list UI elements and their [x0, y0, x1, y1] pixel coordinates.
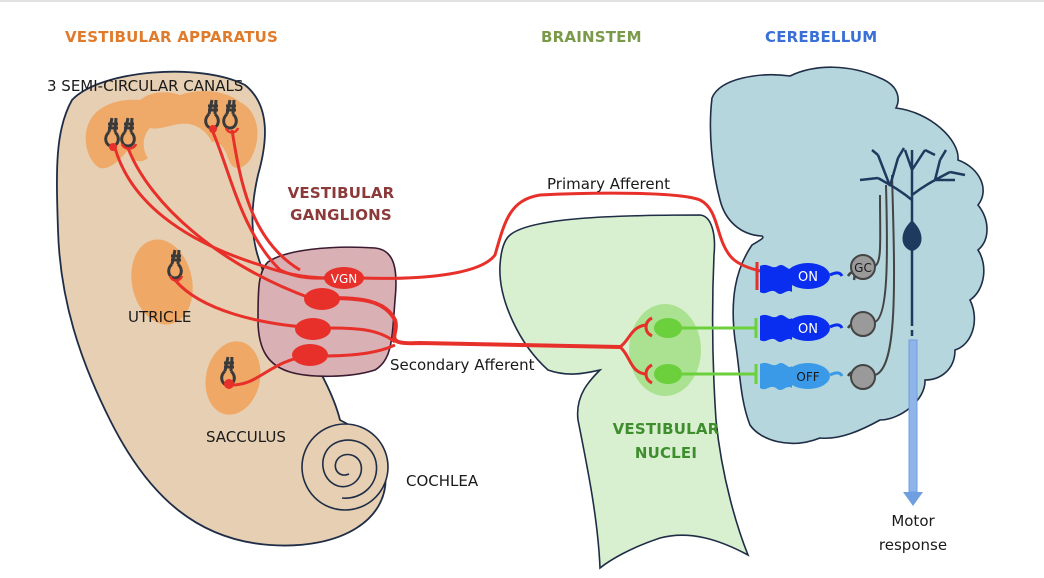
ubc-on-1-label: ON [798, 270, 818, 285]
primary-afferent-fiber [359, 191, 766, 280]
secondary-afferent-label: Secondary Afferent [390, 356, 535, 374]
cerebellum-title: CEREBELLUM [765, 28, 878, 46]
secondary-afferent-branch-lower [618, 345, 646, 376]
nucleus-synapses [644, 316, 653, 385]
vestibular-nuclei-line2: NUCLEI [634, 444, 698, 462]
granule-cell [850, 311, 876, 337]
secondary-afferent-branch-upper [619, 323, 646, 349]
hair-cell-icon [120, 117, 136, 148]
granule-cell [850, 254, 876, 280]
ganglion-cell [304, 288, 340, 310]
vestibular-nuclei-line1: VESTIBULAR [612, 420, 720, 438]
primary-afferent-label: Primary Afferent [547, 175, 671, 193]
vestibular-ganglions-title: VESTIBULAR GANGLIONS [286, 184, 396, 224]
ganglion-cells [292, 267, 364, 366]
ganglion-cell [295, 318, 331, 340]
vgn-label: VGN [331, 272, 357, 286]
cochlea-label: COCHLEA [406, 472, 479, 490]
ubc-on-2-label: ON [798, 322, 818, 337]
utricle-label: UTRICLE [128, 308, 192, 326]
secondary-afferent-fiber [329, 296, 621, 349]
hair-cell-icon [222, 99, 238, 130]
vestibular-nuclei-title: VESTIBULAR NUCLEI [606, 420, 726, 462]
sacculus-label: SACCULUS [206, 428, 286, 446]
ganglion-cell [292, 344, 328, 366]
hair-cell-icon [167, 249, 183, 280]
semicircular-canals-label: 3 SEMI-CIRCULAR CANALS [47, 77, 244, 95]
cerebellum-shape [709, 66, 988, 445]
purkinje-cell [859, 147, 966, 350]
nucleus-neurons [654, 318, 682, 384]
canal-fiber-3 [210, 129, 331, 280]
cochlea [301, 423, 389, 511]
unipolar-brush-cells [760, 263, 844, 390]
vestibular-ganglions-line1: VESTIBULAR [287, 184, 395, 202]
ubc-on-2 [760, 314, 844, 342]
canal-fiber-4 [230, 129, 301, 272]
top-border [0, 0, 1044, 2]
brainstem-title: BRAINSTEM [541, 28, 642, 46]
hair-cell-terminals [109, 125, 234, 389]
motor-response-line2: response [878, 536, 948, 554]
motor-response-label: Motor response [873, 512, 953, 554]
ubc-off [760, 362, 844, 390]
motor-response-line1: Motor [891, 512, 935, 530]
granule-cell [850, 364, 876, 390]
motor-response-arrow [903, 339, 923, 506]
vestibular-ganglions-line2: GANGLIONS [290, 206, 392, 224]
canal-fiber-2 [126, 147, 311, 300]
gc-label: GC [854, 261, 872, 275]
ubc-on-1 [760, 263, 844, 294]
granule-cells [846, 174, 896, 390]
vestibular-apparatus-title: VESTIBULAR APPARATUS [65, 28, 279, 46]
ubc-off-label: OFF [796, 370, 819, 384]
secondary-axons [680, 318, 758, 384]
vgn-cell [324, 267, 364, 289]
brainstem-shape [499, 214, 750, 570]
